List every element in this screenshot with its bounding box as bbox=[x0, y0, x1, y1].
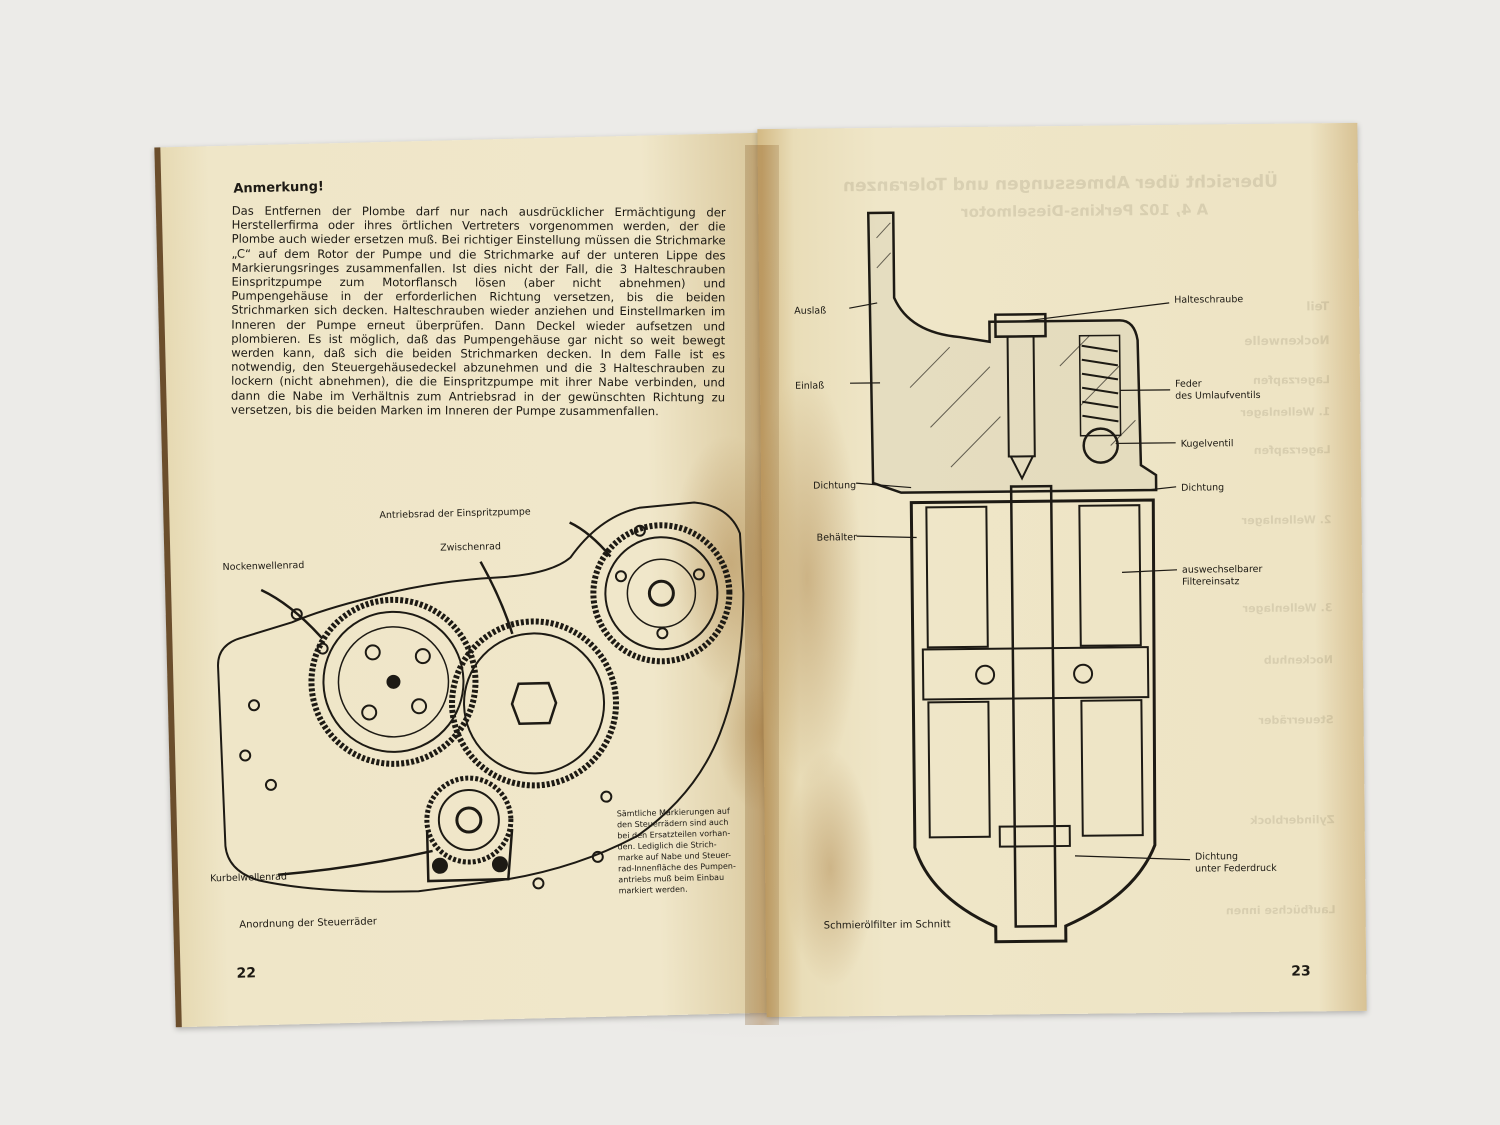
note-line: antriebs muß beim Einbau bbox=[618, 873, 724, 885]
label-einlass: Einlaß bbox=[795, 380, 824, 391]
book-gutter bbox=[745, 145, 779, 1025]
note-line: markiert werden. bbox=[619, 885, 688, 896]
note-line: marke auf Nabe und Steuer- bbox=[618, 851, 731, 863]
label-behaelter: Behälter bbox=[817, 532, 858, 543]
label-kugelventil: Kugelventil bbox=[1181, 438, 1234, 450]
label-antriebsrad: Antriebsrad der Einspritzpumpe bbox=[379, 506, 531, 521]
markings-note: Sämtliche Markierungen auf den Steuerräd… bbox=[617, 807, 736, 896]
note-line: den. Lediglich die Strich- bbox=[617, 840, 716, 851]
label-dichtung-feder-line1: Dichtung bbox=[1195, 851, 1238, 862]
figure-caption-filter: Schmierölfilter im Schnitt bbox=[824, 919, 951, 931]
label-feder-line1: Feder bbox=[1175, 379, 1202, 390]
label-feder-line2: des Umlaufventils bbox=[1175, 390, 1260, 402]
label-halteschraube: Halteschraube bbox=[1174, 294, 1243, 306]
label-dichtung-left: Dichtung bbox=[813, 480, 856, 491]
label-kurbelwellenrad: Kurbelwellenrad bbox=[210, 872, 287, 885]
note-line: Sämtliche Markierungen auf bbox=[617, 807, 730, 819]
oil-filter-section-diagram: Auslaß Einlaß Dichtung Behälter Haltesch… bbox=[794, 211, 1277, 944]
left-page: Anmerkung! Das Entfernen der Plombe darf… bbox=[154, 132, 807, 1028]
label-auslass: Auslaß bbox=[794, 305, 826, 316]
label-dichtung-feder-line2: unter Federdruck bbox=[1195, 863, 1277, 875]
timing-gears-diagram: Antriebsrad der Einspritzpumpe Zwischenr… bbox=[210, 501, 745, 931]
label-nockenwellenrad: Nockenwellenrad bbox=[222, 560, 304, 573]
label-filter-line1: auswechselbarer bbox=[1182, 564, 1263, 576]
label-dichtung-right: Dichtung bbox=[1181, 482, 1224, 493]
figure-caption-gears: Anordnung der Steuerräder bbox=[239, 916, 378, 930]
right-page: Übersicht über Abmessungen und Toleranze… bbox=[749, 122, 1367, 1018]
label-zwischenrad: Zwischenrad bbox=[440, 541, 501, 553]
note-line: rad-Innenfläche des Pumpen- bbox=[618, 862, 736, 874]
label-filter-line2: Filtereinsatz bbox=[1182, 576, 1239, 588]
page-number-right: 23 bbox=[1291, 963, 1311, 980]
page-number-left: 22 bbox=[236, 965, 257, 982]
note-line: bei den Ersatzteilen vorhan- bbox=[617, 829, 730, 841]
note-line: den Steuerrädern sind auch bbox=[617, 818, 729, 830]
